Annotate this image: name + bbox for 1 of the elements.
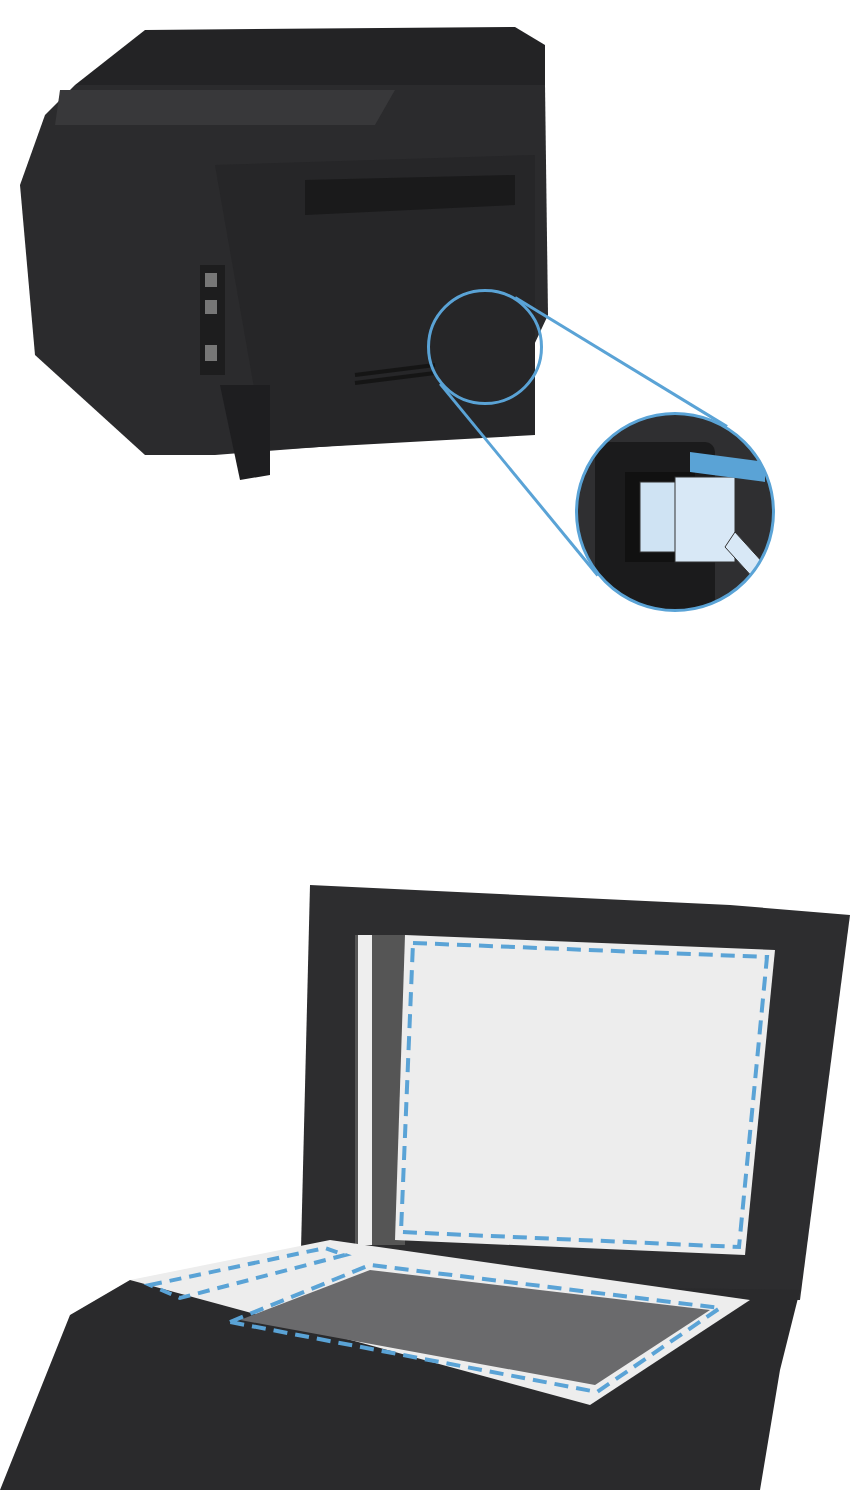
- leader-line: [439, 382, 599, 577]
